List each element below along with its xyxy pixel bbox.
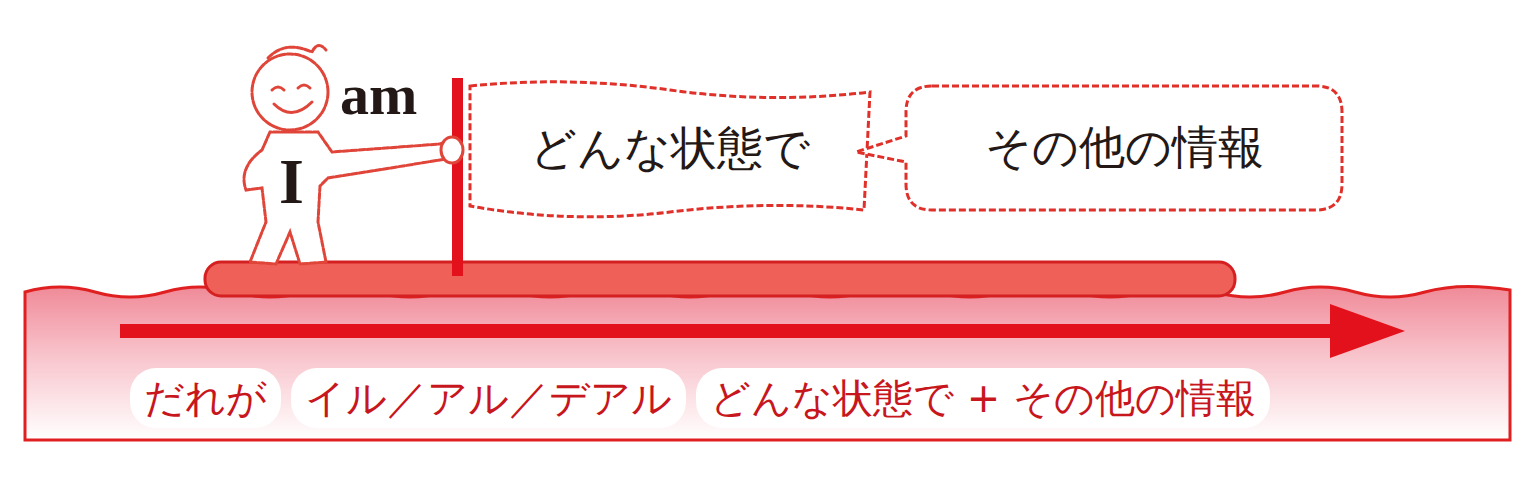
node-text: だれが — [144, 371, 267, 426]
flow-arrowhead — [1330, 304, 1405, 358]
water — [25, 286, 1510, 440]
label-pill: だれが — [130, 368, 281, 428]
node-text: その他の情報 — [985, 117, 1264, 179]
label-pill: どんな状態で + その他の情報 — [696, 368, 1270, 428]
node-text: どんな状態で + その他の情報 — [710, 371, 1256, 426]
flow-arrow — [120, 324, 1335, 338]
stick-figure — [244, 45, 452, 264]
hand — [441, 137, 463, 163]
raft — [205, 262, 1235, 296]
node-text: どんな状態で — [530, 118, 810, 180]
label-pill: イル／アル／デアル — [291, 368, 686, 428]
subject-label: I — [279, 150, 304, 214]
flag-box: どんな状態で — [470, 82, 870, 216]
speech-bubble: その他の情報 — [906, 86, 1342, 210]
node-text: イル／アル／デアル — [305, 371, 672, 426]
verb-label: am — [340, 66, 417, 124]
flag-pole — [452, 78, 463, 276]
